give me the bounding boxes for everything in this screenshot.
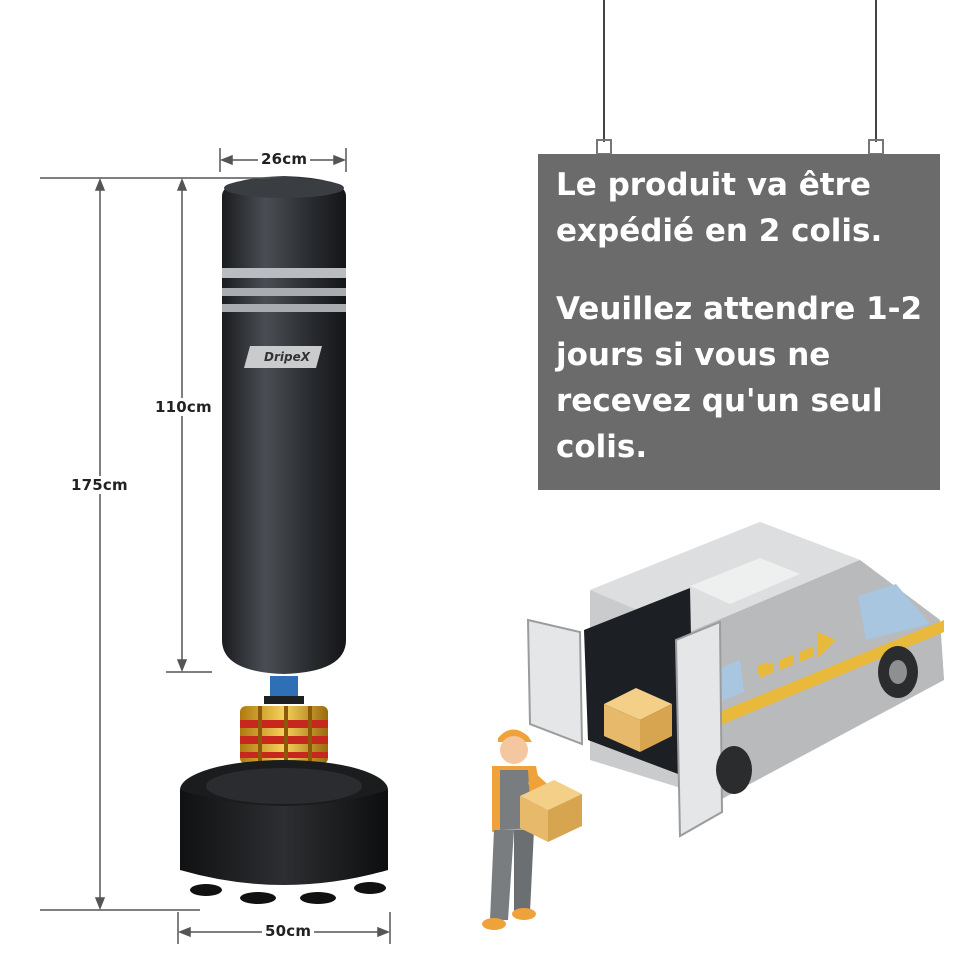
dimension-width-base: 50cm bbox=[262, 922, 315, 940]
shipping-notice-sign: Le produit va être expédié en 2 colis. V… bbox=[538, 154, 940, 490]
notice-line-1: Le produit va être expédié en 2 colis. bbox=[556, 167, 883, 249]
dimension-width-top: 26cm bbox=[258, 150, 311, 168]
parcel-icon bbox=[604, 688, 672, 720]
dimension-height-bag: 110cm bbox=[152, 398, 215, 416]
dimension-height-total: 175cm bbox=[68, 476, 131, 494]
brand-logo: DripeX bbox=[264, 350, 310, 364]
notice-line-2: Veuillez attendre 1-2 jours si vous ne r… bbox=[556, 291, 923, 465]
